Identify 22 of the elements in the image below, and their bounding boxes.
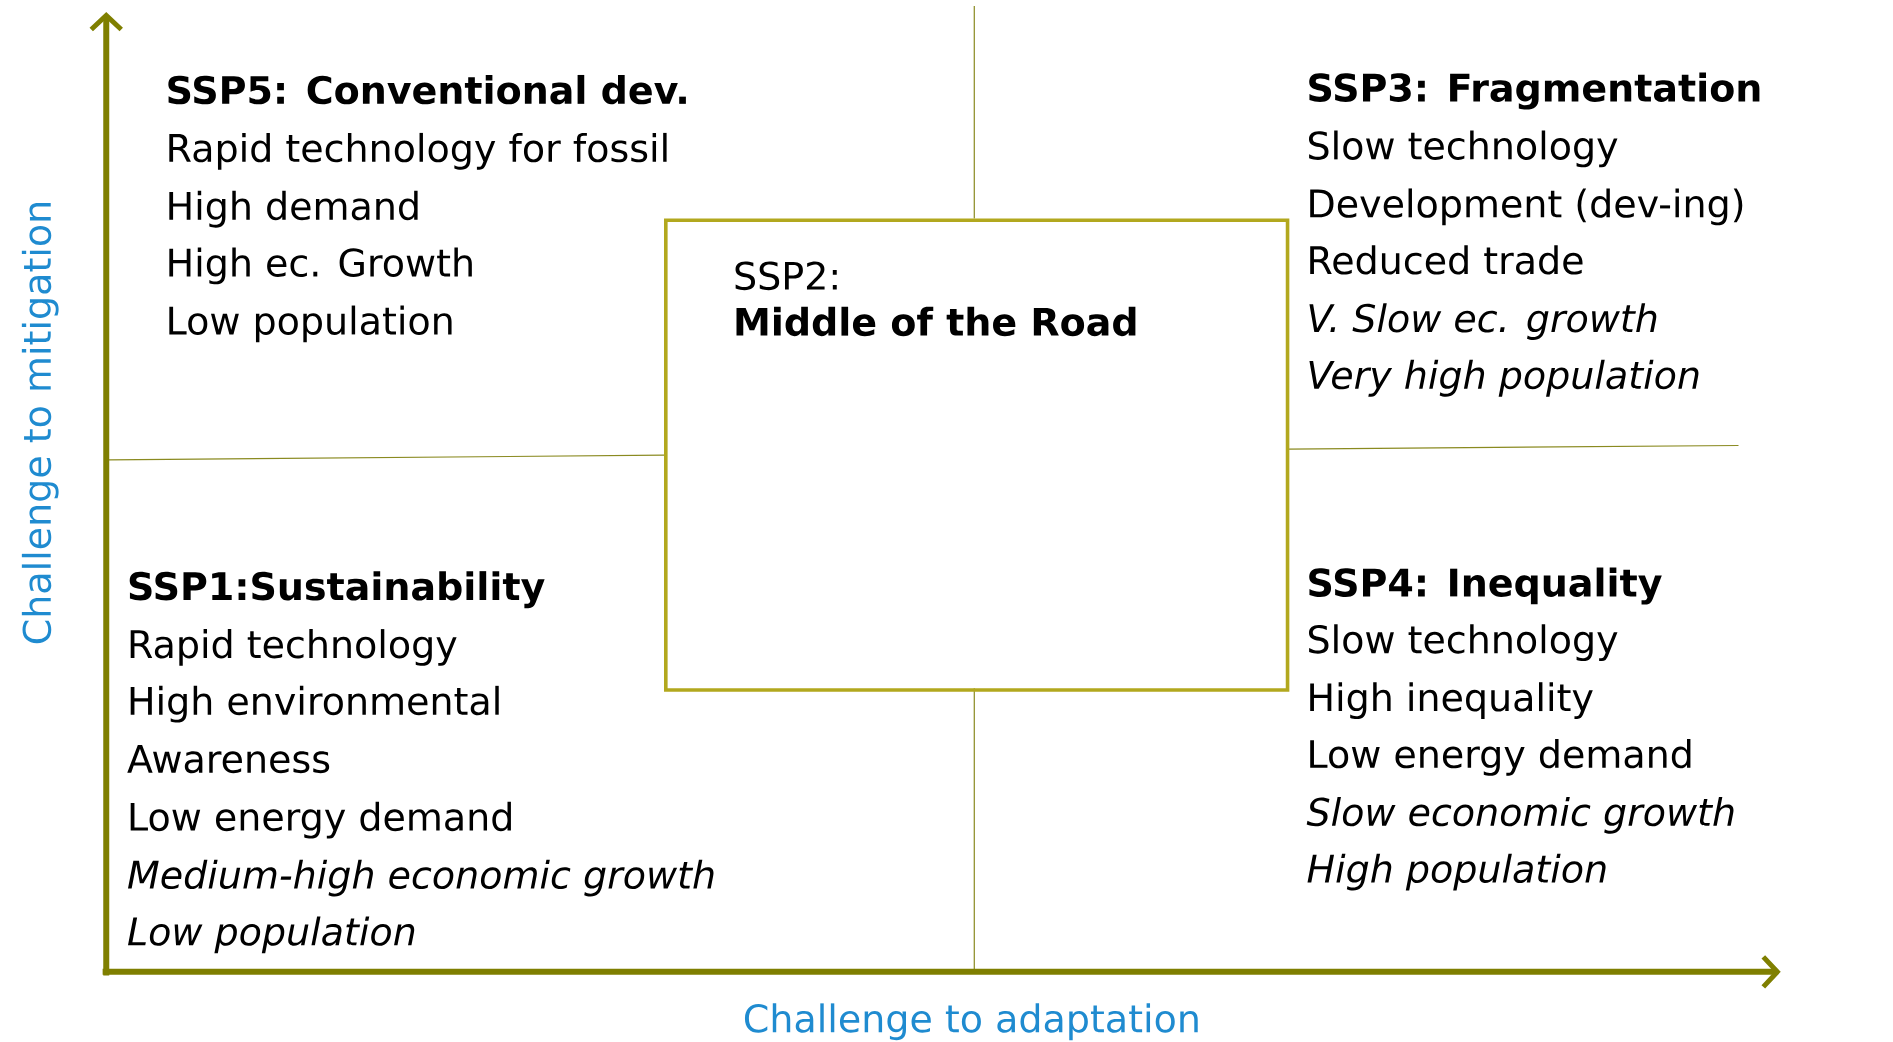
text-line: Low energy demand bbox=[130, 801, 511, 839]
text-line: Rapid technology for fossil bbox=[169, 132, 667, 170]
heading: SSP3: Fragmentation bbox=[1309, 72, 1760, 110]
text-line: High inequality bbox=[1310, 682, 1593, 720]
text-line: Awareness bbox=[127, 745, 330, 774]
text-line: Slow technology bbox=[1309, 130, 1618, 168]
heading: SSP5: Conventional dev. bbox=[168, 75, 686, 105]
text-line: High environmental bbox=[130, 685, 499, 723]
text-line: Development (dev-ing) bbox=[1310, 188, 1743, 226]
text-line: Low population bbox=[169, 305, 452, 343]
heading: SSP1:Sustainability bbox=[129, 571, 545, 609]
axis-label: Challenge to adaptation bbox=[744, 1003, 1198, 1041]
text-line: Low population bbox=[128, 916, 415, 954]
text-line: High ec. Growth bbox=[169, 247, 472, 285]
text-line: Medium-high economic growth bbox=[128, 859, 714, 897]
text-line: High population bbox=[1307, 853, 1606, 891]
text-line: High demand bbox=[169, 190, 418, 228]
axis-label: Challenge to mitigation bbox=[21, 203, 59, 644]
text-line: Low energy demand bbox=[1310, 739, 1691, 776]
scenario-box: SSP2: Middle of the Road bbox=[664, 218, 1290, 692]
text-line: Rapid technology bbox=[130, 629, 457, 666]
text-line: Slow economic growth bbox=[1306, 796, 1734, 834]
